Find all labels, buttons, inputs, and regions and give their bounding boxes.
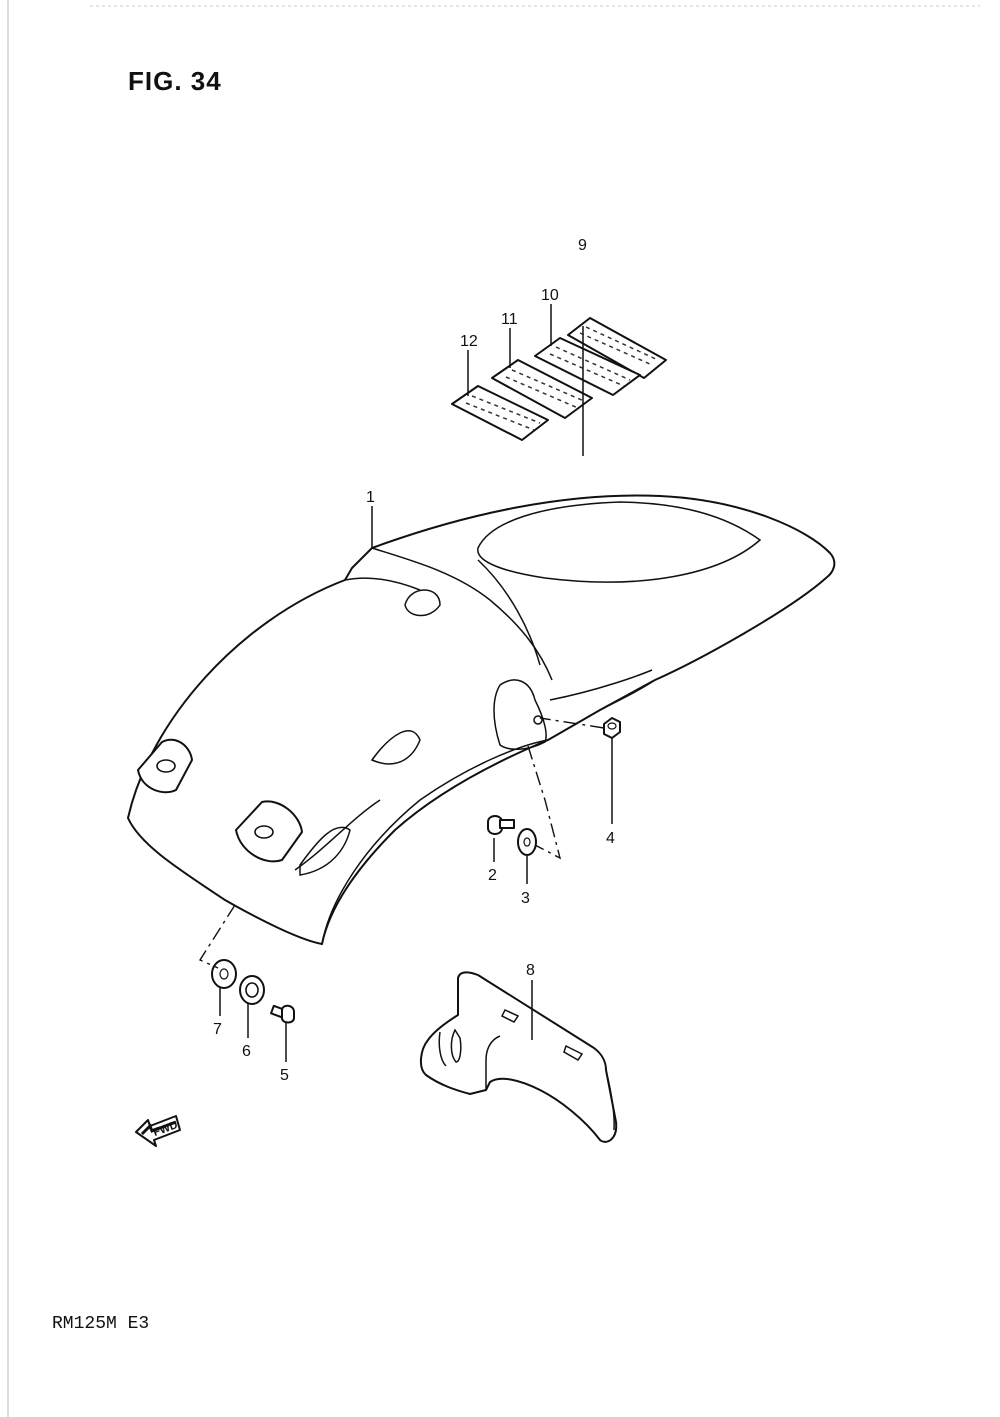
bolt-2[interactable]	[487, 815, 515, 835]
callout-7: 7	[213, 1021, 222, 1038]
nut-4[interactable]	[603, 717, 621, 739]
collar-6[interactable]	[239, 975, 265, 1005]
callout-1: 1	[366, 489, 375, 506]
callout-3: 3	[521, 890, 530, 907]
callout-4: 4	[606, 830, 615, 847]
callout-9: 9	[578, 237, 587, 254]
figure-title: FIG. 34	[128, 66, 222, 96]
assembly-line-nut	[539, 717, 605, 729]
callout-6: 6	[242, 1043, 251, 1060]
callout-2: 2	[488, 867, 497, 884]
callout-labels: 1 2 3 4 5 6 7 8 9 10 11 12	[213, 237, 615, 1084]
callout-10: 10	[541, 287, 559, 304]
callout-8: 8	[526, 962, 535, 979]
mud-flap-8[interactable]	[420, 971, 618, 1143]
fwd-arrow-icon: FWD	[135, 1115, 181, 1147]
decal-12[interactable]	[451, 385, 549, 441]
washer-3[interactable]	[517, 828, 537, 856]
washer-7[interactable]	[211, 959, 237, 989]
callout-12: 12	[460, 333, 478, 350]
callout-5: 5	[280, 1067, 289, 1084]
callout-11: 11	[501, 311, 518, 328]
rear-fender[interactable]	[127, 494, 836, 945]
decal-9[interactable]	[567, 317, 667, 379]
bolt-5[interactable]	[270, 1004, 295, 1024]
decal-set	[451, 317, 667, 441]
leader-lines	[219, 304, 613, 1062]
model-code: RM125M E3	[52, 1314, 150, 1334]
assembly-line-washer	[527, 745, 562, 860]
assembly-line-left	[198, 904, 236, 969]
